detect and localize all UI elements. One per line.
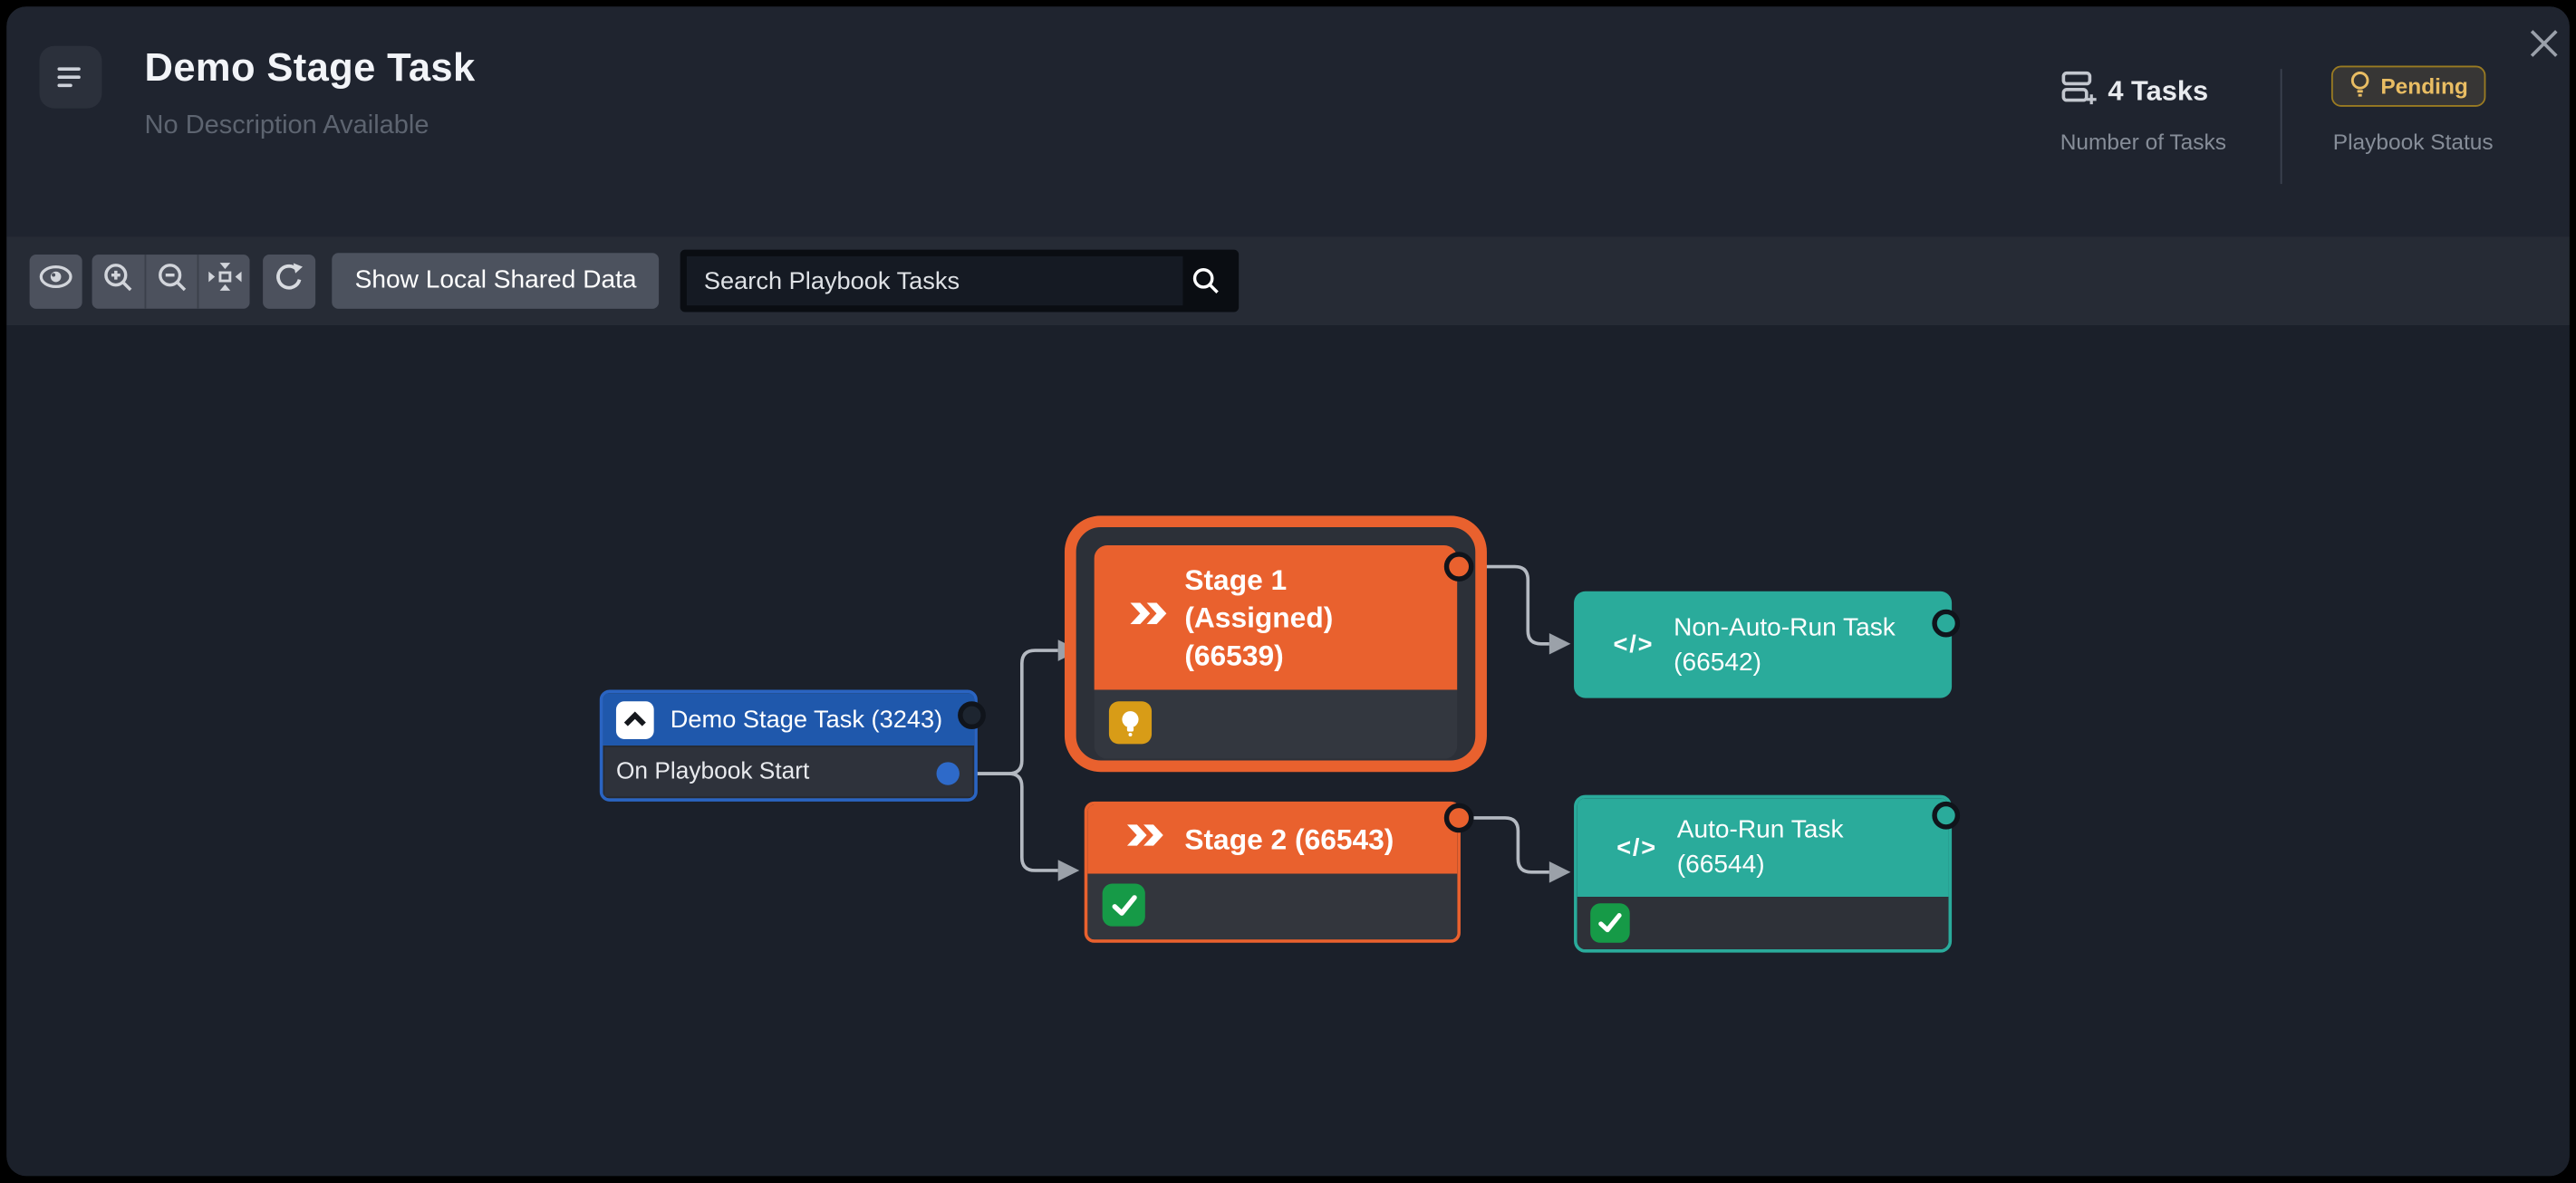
tasks-count: 4 Tasks [2059,69,2208,115]
edge-connectors [960,564,1571,883]
stage1-title-line1: Stage 1 [1184,563,1288,596]
stage2-header: Stage 2 (66543) [1087,804,1458,874]
playbook-graph-canvas[interactable]: Demo Stage Task (3243) On Playbook Start [6,325,2570,1177]
trigger-row-on-playbook-start[interactable]: On Playbook Start [603,745,975,799]
graph-toolbar: Show Local Shared Data [6,236,2570,326]
node-non-auto-run-task[interactable]: </> Non-Auto-Run Task (66542) [1574,591,1953,698]
close-button[interactable] [2523,28,2563,68]
code-icon: </> [1616,833,1657,862]
chevron-up-icon [615,700,654,739]
stage2-footer [1087,873,1458,940]
start-node-header: Demo Stage Task (3243) [603,693,975,746]
search-icon [1193,268,1220,293]
stage2-output-port [1443,803,1474,833]
node-auto-run-task[interactable]: </> Auto-Run Task (66544) [1574,794,1953,953]
zoom-out-icon [155,260,188,301]
start-node-title: Demo Stage Task (3243) [670,705,943,734]
node-stage-1[interactable]: Stage 1 (Assigned) (66539) [1094,544,1458,759]
status-badge: Pending [2330,65,2486,107]
description-menu-button[interactable] [39,45,102,109]
page-subtitle: No Description Available [144,111,429,140]
task2-header: </> Auto-Run Task (66544) [1577,798,1949,898]
stage1-header: Stage 1 (Assigned) (66539) [1094,544,1458,690]
zoom-button-group [92,254,250,308]
status-badge-label: Pending [2380,73,2468,99]
trigger-label: On Playbook Start [615,758,810,785]
task1-title-line2: (66542) [1674,648,1761,677]
search-input[interactable] [687,255,1184,306]
node-start-task[interactable]: Demo Stage Task (3243) On Playbook Start [599,689,978,802]
task2-title-line2: (66544) [1676,851,1765,880]
zoom-in-button[interactable] [92,254,145,308]
task1-title-line1: Non-Auto-Run Task [1674,613,1896,642]
task1-output-port [1932,609,1961,638]
double-chevron-icon [1130,602,1168,632]
start-node-output-port [958,701,986,730]
close-icon [2528,28,2559,68]
trigger-output-port [936,762,960,785]
toggle-visibility-button[interactable] [29,254,82,308]
show-local-shared-data-button[interactable]: Show Local Shared Data [332,253,660,309]
refresh-button[interactable] [263,254,316,308]
lightbulb-badge-icon [1108,701,1153,745]
lightbulb-icon [2349,70,2371,102]
stage1-output-port [1443,552,1474,582]
search-box [680,249,1240,313]
node-stage-2[interactable]: Stage 2 (66543) [1084,801,1461,943]
header: Demo Stage Task No Description Available… [6,6,2570,237]
stage2-title: Stage 2 (66543) [1184,822,1394,855]
stage1-title-line3: (66539) [1184,638,1284,671]
header-divider [2280,69,2282,185]
tasks-stack-icon [2059,69,2098,115]
check-badge-icon [1102,883,1145,927]
stage1-footer [1094,689,1458,759]
zoom-out-button[interactable] [144,254,198,308]
code-icon: </> [1613,630,1655,659]
eye-icon [38,264,74,297]
status-caption: Playbook Status [2332,130,2494,155]
playbook-panel: Demo Stage Task No Description Available… [6,6,2570,1177]
tasks-count-label: 4 Tasks [2108,75,2209,107]
stage1-title-line2: (Assigned) [1184,600,1334,633]
zoom-in-icon [101,260,134,301]
task2-output-port [1932,801,1961,830]
tasks-caption: Number of Tasks [2060,130,2226,155]
task2-footer [1577,897,1949,950]
double-chevron-icon [1126,824,1165,854]
fit-view-button[interactable] [197,254,250,308]
fit-view-icon [207,261,243,301]
check-badge-icon [1590,903,1630,943]
task2-title-line1: Auto-Run Task [1676,816,1844,844]
page-title: Demo Stage Task [144,45,476,91]
refresh-icon [273,260,305,301]
